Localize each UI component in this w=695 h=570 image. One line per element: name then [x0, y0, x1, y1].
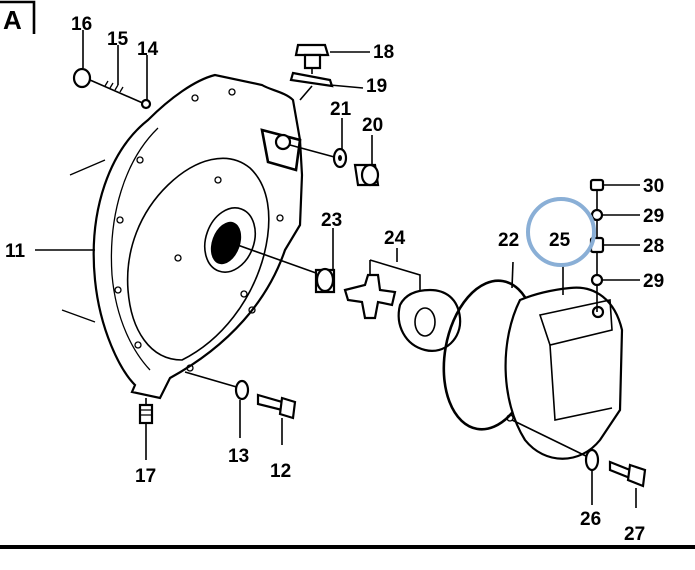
- callout-29-upper: 29: [643, 206, 664, 227]
- callout-30: 30: [643, 176, 664, 197]
- callout-25: 25: [549, 230, 571, 251]
- lower-right-bolt: [511, 419, 647, 508]
- callout-24: 24: [384, 228, 406, 249]
- callout-26: 26: [580, 509, 601, 530]
- bottom-divider: [0, 545, 695, 549]
- callout-labels: 11 12 13 14 15 16 17 18 19 20 21 22 23 2…: [5, 14, 664, 545]
- callout-16: 16: [71, 14, 92, 35]
- pump-cover: [504, 265, 624, 460]
- right-bolt: [289, 144, 380, 187]
- callout-14: 14: [137, 39, 159, 60]
- callout-20: 20: [362, 115, 383, 136]
- section-letter: A: [3, 5, 22, 35]
- callout-21: 21: [330, 99, 352, 120]
- callout-13: 13: [228, 446, 249, 467]
- coupling-parts: [231, 242, 462, 352]
- callout-28: 28: [643, 236, 664, 257]
- highlight-ring: [526, 197, 596, 267]
- lower-left-bolt: [184, 371, 297, 445]
- callout-17: 17: [135, 466, 156, 487]
- callout-12: 12: [270, 461, 291, 482]
- callout-11: 11: [5, 241, 26, 262]
- callout-19: 19: [366, 76, 387, 97]
- housing-plate: [61, 73, 304, 400]
- callout-27: 27: [624, 524, 645, 545]
- section-marker: A: [0, 0, 36, 35]
- leader-lines: [35, 30, 398, 270]
- callout-23: 23: [321, 210, 342, 231]
- bottom-stud: [138, 398, 154, 460]
- valve-stack: [589, 178, 640, 312]
- top-plug: [289, 43, 334, 101]
- callout-15: 15: [107, 29, 129, 50]
- screw-assembly-top-left: [72, 67, 152, 110]
- callout-22: 22: [498, 230, 519, 251]
- callout-18: 18: [373, 42, 394, 63]
- callout-29-lower: 29: [643, 271, 664, 292]
